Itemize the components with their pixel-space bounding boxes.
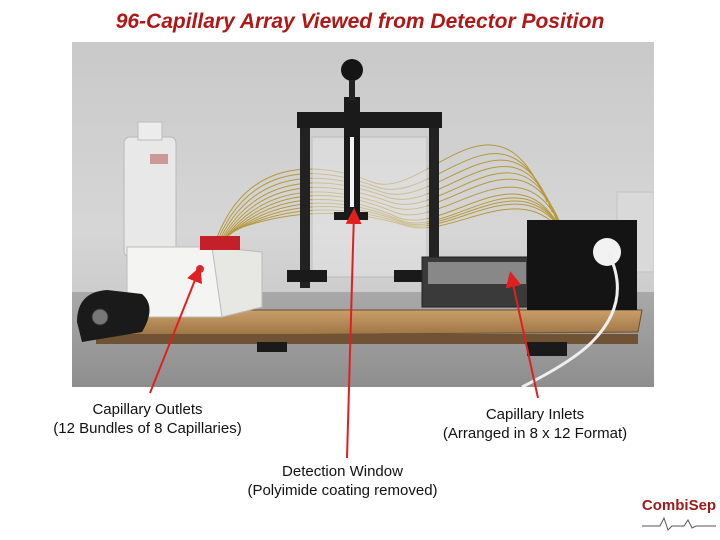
capillary-array-photo: [72, 42, 654, 387]
inlets-label: Capillary Inlets (Arranged in 8 x 12 For…: [400, 405, 670, 443]
logo-wordmark: CombiSep: [641, 497, 717, 514]
combisep-logo: CombiSep: [640, 497, 718, 537]
window-label-line2: (Polyimide coating removed): [247, 482, 438, 499]
inlets-label-line2: (Arranged in 8 x 12 Format): [442, 425, 628, 442]
outlets-label-line1: Capillary Outlets: [92, 401, 203, 418]
logo-trace: [642, 516, 716, 531]
slide-title: 96-Capillary Array Viewed from Detector …: [115, 10, 605, 33]
window-label-line1: Detection Window: [282, 463, 403, 480]
outlets-label: Capillary Outlets (12 Bundles of 8 Capil…: [10, 400, 285, 438]
outlets-label-line2: (12 Bundles of 8 Capillaries): [53, 420, 242, 437]
window-label: Detection Window (Polyimide coating remo…: [195, 462, 490, 500]
inlets-label-line1: Capillary Inlets: [485, 406, 585, 423]
